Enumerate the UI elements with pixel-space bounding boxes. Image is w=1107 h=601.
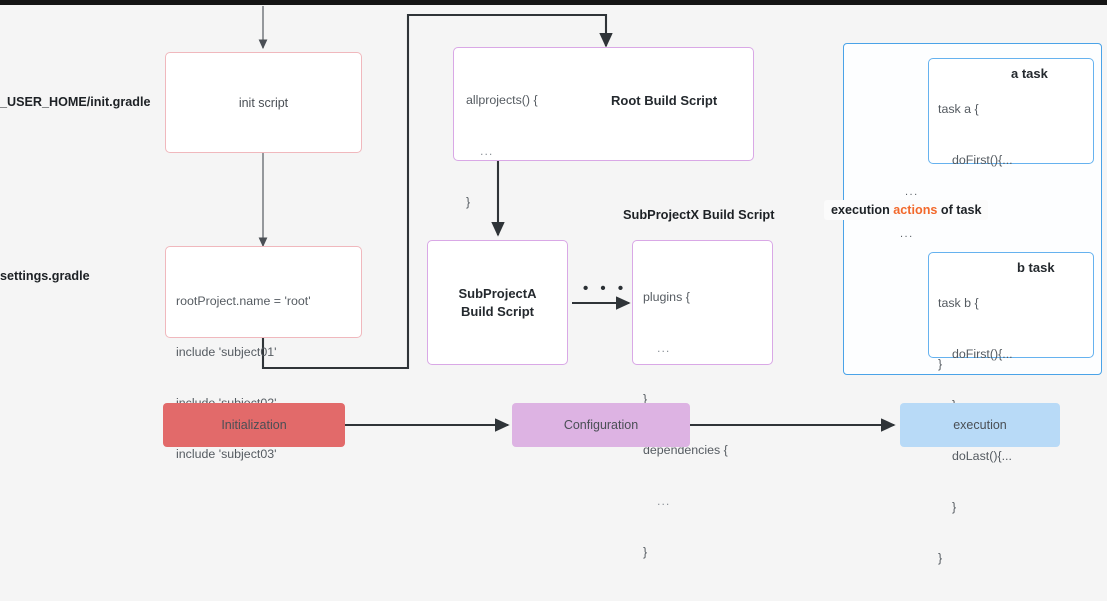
task-b-line-4: } <box>952 500 957 514</box>
subproject-a-line2: Build Script <box>461 303 534 319</box>
subproject-a-line1: SubProjectA <box>458 285 537 301</box>
subx-code-line-0: plugins { <box>643 290 690 304</box>
execution-note-suffix: of task <box>937 203 982 217</box>
subproject-a-box[interactable]: SubProjectA Build Script <box>427 240 568 365</box>
task-a-line-0: task a { <box>938 102 979 116</box>
phase-initialization[interactable]: Initialization <box>163 403 345 447</box>
phase-configuration-label: Configuration <box>563 418 639 432</box>
execution-note-prefix: execution <box>831 203 894 217</box>
task-b-line-1: doFirst(){... <box>952 347 1013 361</box>
diagram-canvas: _USER_HOME/init.gradle settings.gradle i… <box>0 0 1107 565</box>
phase-execution-label: execution <box>953 418 1007 432</box>
subproject-x-title: SubProjectX Build Script <box>623 207 775 222</box>
subproject-x-box[interactable]: plugins { ... } dependencies { ... } <box>632 240 773 559</box>
task-b-title: b task <box>1017 260 1055 275</box>
phase-initialization-label: Initialization <box>221 418 287 432</box>
top-black-bar <box>0 0 1107 5</box>
subx-code-line-1: ... <box>657 341 671 355</box>
label-gradle-user-home-init: _USER_HOME/init.gradle <box>0 95 151 109</box>
settings-code: rootProject.name = 'root' include 'subje… <box>176 259 311 497</box>
root-code-line-2: } <box>466 195 471 209</box>
label-settings-gradle: settings.gradle <box>0 269 90 283</box>
ellipsis-below-note: ... <box>900 228 914 240</box>
root-build-script-box[interactable]: allprojects() { ... } subprojects(){ ...… <box>453 47 754 362</box>
task-b-line-5: } <box>938 551 943 565</box>
task-a-title: a task <box>1011 66 1048 81</box>
settings-line-3: include 'subject03' <box>176 447 277 461</box>
init-script-label: init script <box>238 95 289 110</box>
phase-configuration[interactable]: Configuration <box>512 403 690 447</box>
init-script-box[interactable]: init script <box>165 52 362 153</box>
ellipsis-between-subprojects: • • • <box>583 280 628 297</box>
settings-gradle-box[interactable]: rootProject.name = 'root' include 'subje… <box>165 246 362 461</box>
task-a-box[interactable]: task a { doFirst(){... } doLast(){... } … <box>928 58 1094 371</box>
task-b-box[interactable]: task b { doFirst(){... } doLast(){... } … <box>928 252 1094 565</box>
root-build-script-title: Root Build Script <box>611 93 718 108</box>
task-a-line-5: } <box>938 357 943 371</box>
subx-code-line-5: } <box>643 545 648 559</box>
phase-execution[interactable]: execution <box>900 403 1060 447</box>
task-a-line-1: doFirst(){... <box>952 153 1013 167</box>
root-code-line-0: allprojects() { <box>466 93 538 107</box>
task-b-line-0: task b { <box>938 296 979 310</box>
execution-actions-note: execution actions of task <box>824 200 989 220</box>
subx-code-line-4: ... <box>657 494 671 508</box>
execution-note-accent: actions <box>893 203 938 217</box>
subx-code-line-2: } <box>643 392 648 406</box>
root-code-line-1: ... <box>480 144 494 158</box>
task-b-line-3: doLast(){... <box>952 449 1012 463</box>
settings-line-0: rootProject.name = 'root' <box>176 294 311 308</box>
ellipsis-above-note: ... <box>905 186 919 198</box>
subproject-a-title: SubProjectA Build Script <box>428 285 567 321</box>
settings-line-1: include 'subject01' <box>176 345 277 359</box>
